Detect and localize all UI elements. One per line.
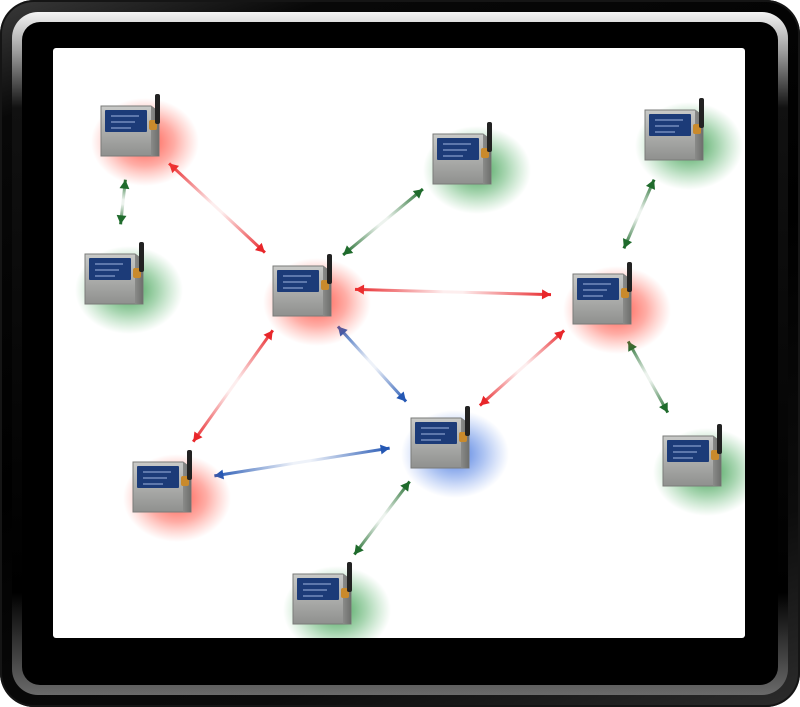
gateway-device-n6 <box>563 262 671 354</box>
link-n1-n2 <box>116 179 130 225</box>
arrow-head-end <box>116 214 127 225</box>
device-label-plate <box>137 466 179 488</box>
device-label-plate <box>415 422 457 444</box>
antenna-connector <box>481 148 489 158</box>
arrow-head-end <box>396 391 407 402</box>
network-diagram <box>75 94 745 638</box>
arrow-head-start <box>554 330 565 341</box>
link-n10-n7 <box>353 480 411 556</box>
link-line <box>336 325 408 403</box>
device-label-plate <box>297 578 339 600</box>
link-line <box>622 179 656 249</box>
arrow-head-end <box>541 289 552 300</box>
device-label-plate <box>577 278 619 300</box>
arrow-head-end <box>659 402 668 413</box>
link-n3-n9 <box>192 329 274 443</box>
device-label-plate <box>105 110 147 132</box>
antenna-connector <box>711 450 719 460</box>
antenna-connector <box>459 432 467 442</box>
antenna-connector <box>321 280 329 290</box>
antenna-icon <box>327 254 332 284</box>
device-label-plate <box>649 114 691 136</box>
network-diagram-canvas <box>53 48 745 638</box>
arrow-head-end <box>254 242 265 253</box>
device-label-plate <box>89 258 131 280</box>
link-line <box>342 187 424 257</box>
link-line <box>353 480 411 556</box>
link-n5-n6 <box>622 179 656 249</box>
arrow-head-start <box>645 179 656 190</box>
device-label-plate <box>437 138 479 160</box>
gateway-device-n10 <box>283 562 391 638</box>
gateway-device-n1 <box>91 94 199 186</box>
gateway-device-n8 <box>653 424 745 516</box>
link-n3-n6 <box>354 284 552 300</box>
antenna-icon <box>465 406 470 436</box>
antenna-connector <box>149 120 157 130</box>
antenna-icon <box>187 450 192 480</box>
link-n4-n3 <box>342 187 424 257</box>
antenna-connector <box>133 268 141 278</box>
arrow-head-start <box>263 330 273 341</box>
antenna-icon <box>139 242 144 272</box>
arrow-head-end <box>622 238 633 249</box>
arrow-head-start <box>412 189 423 199</box>
arrow-head-end <box>193 431 203 442</box>
link-line <box>192 329 274 443</box>
device-label-plate <box>277 270 319 292</box>
antenna-icon <box>717 424 722 454</box>
link-line <box>626 340 670 414</box>
arrow-head-end <box>343 245 354 255</box>
gateway-device-n9 <box>123 450 231 542</box>
antenna-icon <box>347 562 352 592</box>
antenna-connector <box>621 288 629 298</box>
arrow-head-end <box>400 481 410 492</box>
gateway-device-n3 <box>263 254 371 346</box>
device-label-plate <box>667 440 709 462</box>
gateway-device-n7 <box>401 406 509 498</box>
antenna-icon <box>699 98 704 128</box>
antenna-connector <box>341 588 349 598</box>
arrow-head-start <box>354 544 364 555</box>
link-n6-n7 <box>478 329 566 407</box>
link-line <box>478 329 566 407</box>
link-n1-n3 <box>168 162 266 254</box>
link-line <box>168 162 266 254</box>
arrow-head-end <box>379 444 390 455</box>
antenna-connector <box>693 124 701 134</box>
antenna-icon <box>627 262 632 292</box>
link-n6-n8 <box>626 340 670 414</box>
link-line <box>214 446 390 478</box>
nodes-layer <box>75 94 745 638</box>
arrow-head-start <box>119 179 130 190</box>
antenna-connector <box>181 476 189 486</box>
link-line <box>354 287 552 297</box>
link-n9-n7 <box>214 444 390 480</box>
gateway-device-n5 <box>635 98 743 190</box>
antenna-icon <box>155 94 160 124</box>
gateway-device-n4 <box>423 122 531 214</box>
gateway-device-n2 <box>75 242 183 334</box>
arrow-head-end <box>479 395 490 406</box>
antenna-icon <box>487 122 492 152</box>
